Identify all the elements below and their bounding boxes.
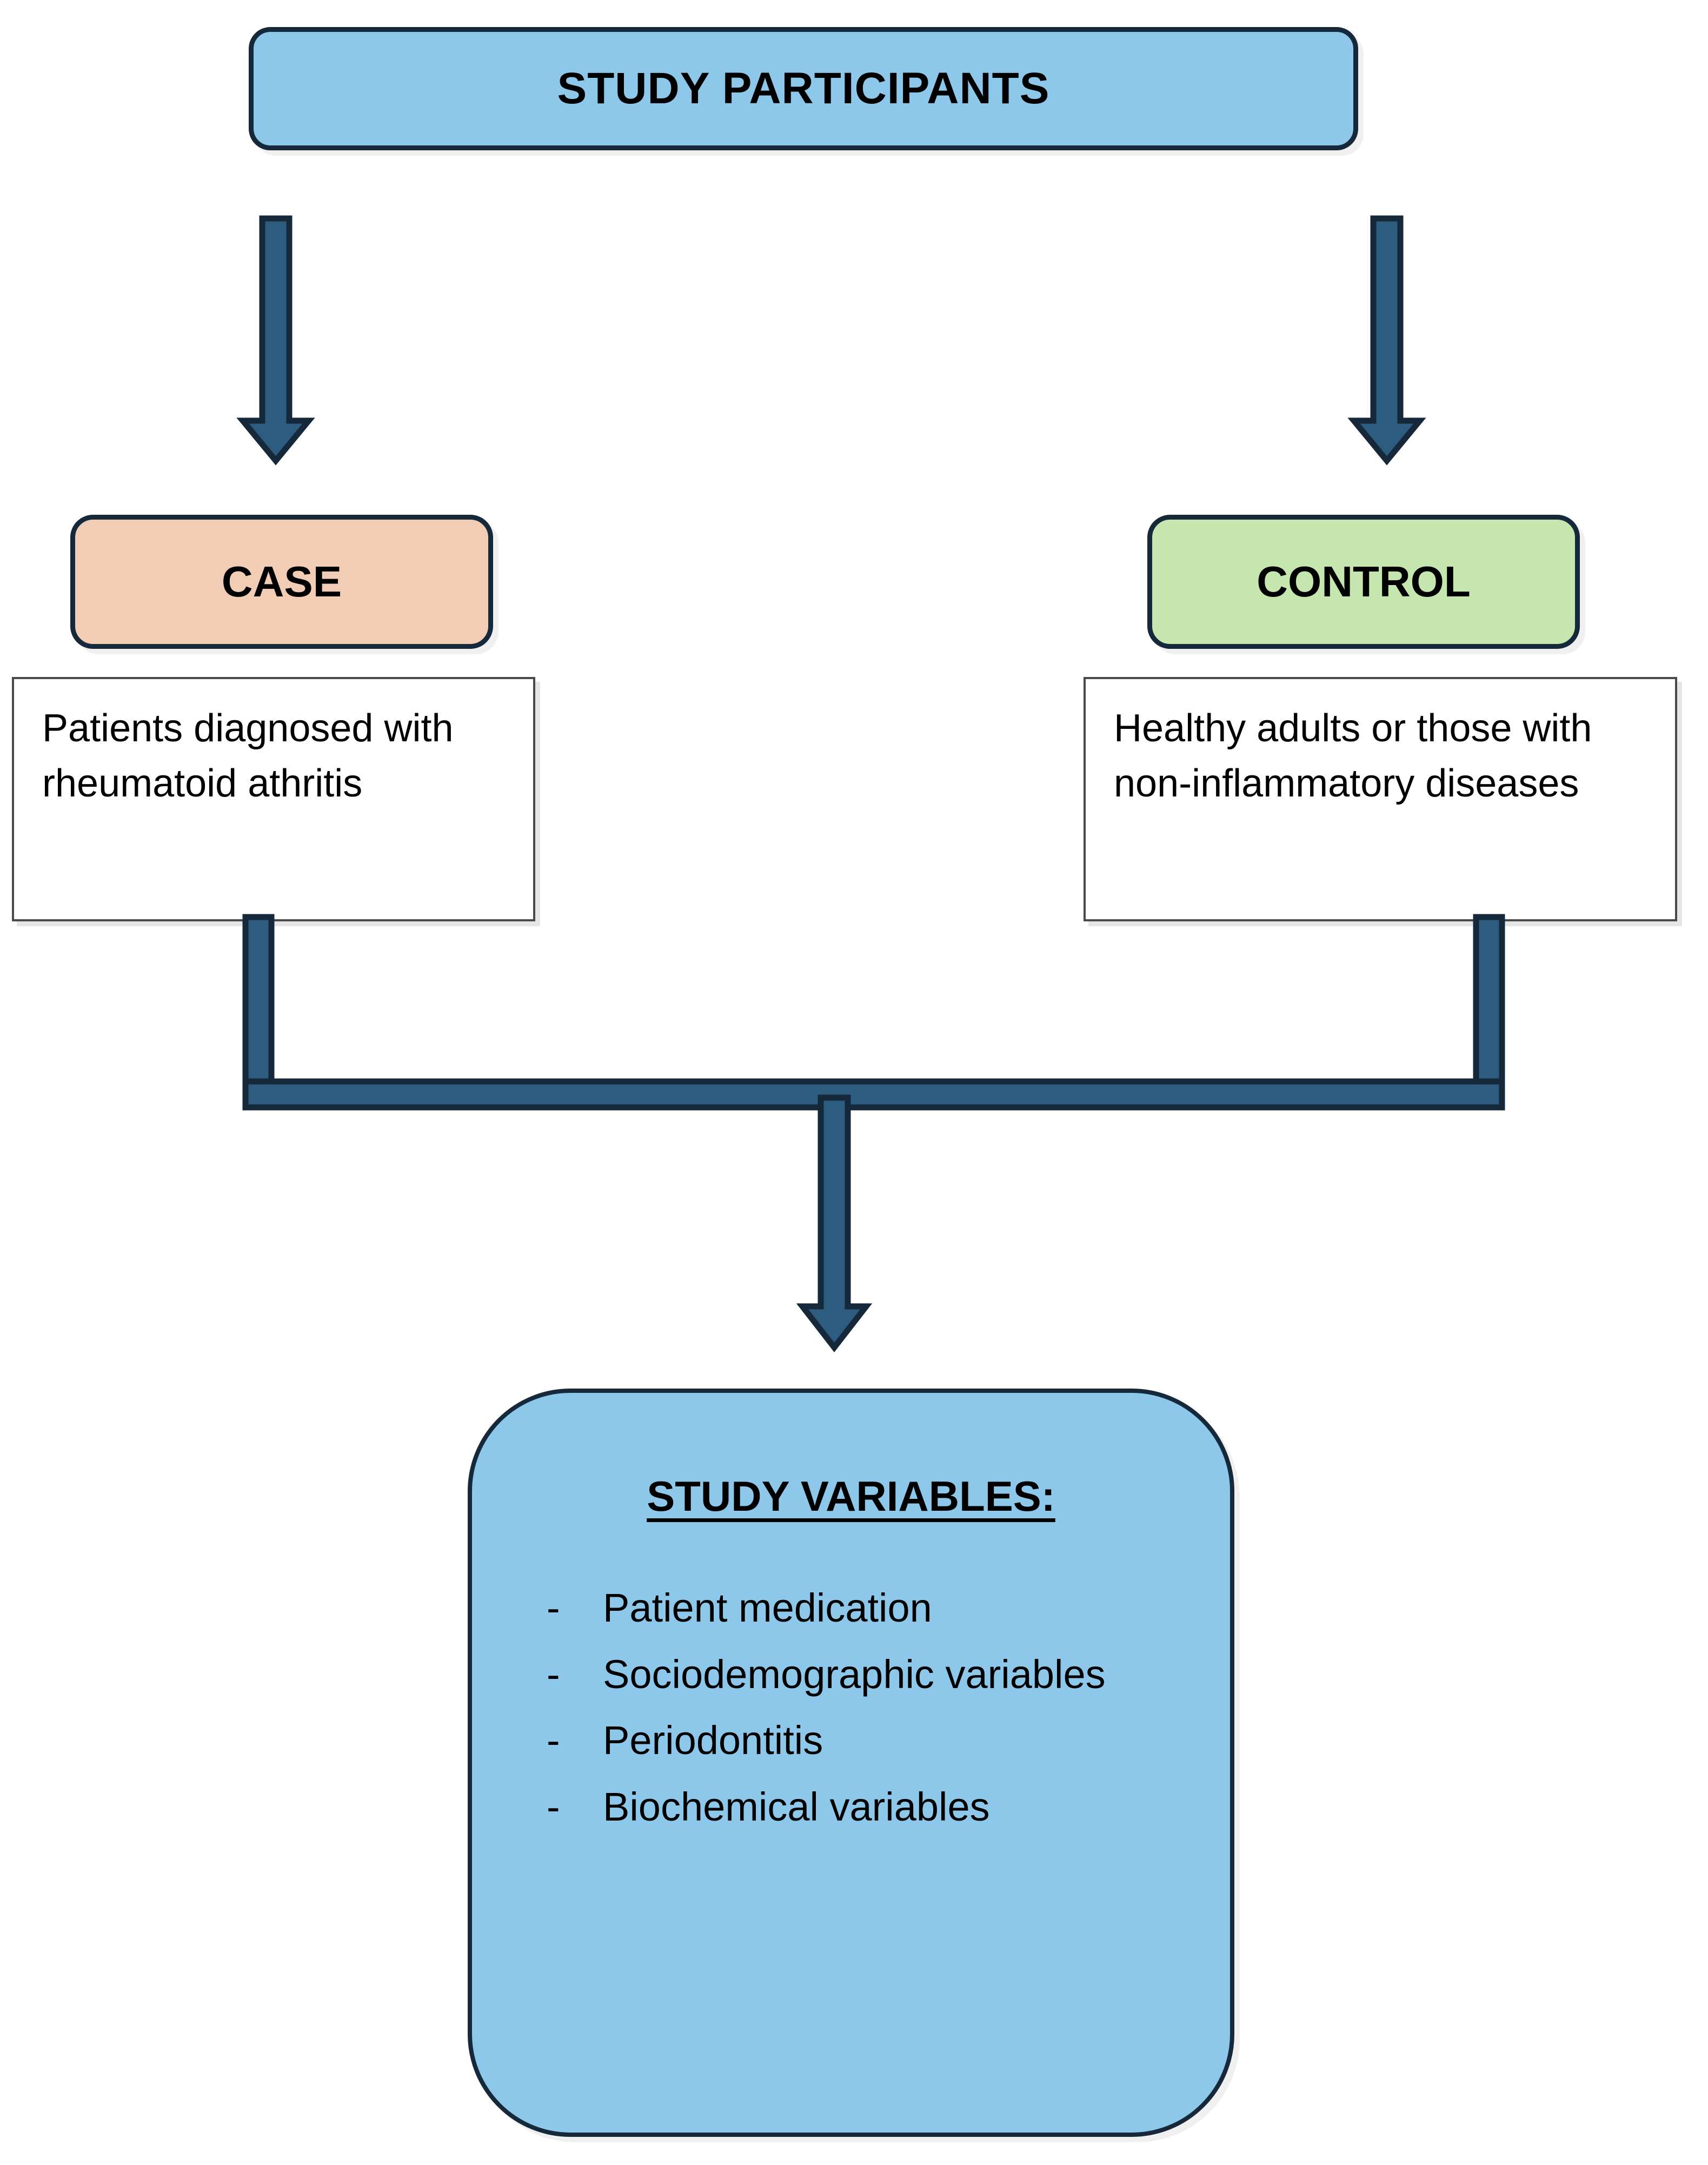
list-item-label: Biochemical variables: [603, 1784, 990, 1830]
control-group-label: CONTROL: [1257, 557, 1471, 606]
arrow-to-study-variables: [796, 1094, 873, 1352]
merge-bracket-connector: [238, 914, 1514, 1114]
list-item-label: Sociodemographic variables: [603, 1651, 1106, 1697]
arrow-to-control: [1347, 215, 1426, 466]
case-group-label: CASE: [221, 557, 342, 606]
list-item-label: Patient medication: [603, 1585, 932, 1630]
arrow-to-case: [236, 215, 315, 466]
bullet-dash: -: [547, 1784, 560, 1830]
case-group-box: CASE: [70, 515, 493, 649]
study-variables-title: STUDY VARIABLES:: [647, 1472, 1055, 1520]
list-item: - Biochemical variables: [547, 1776, 1198, 1838]
case-description-text: Patients diagnosed with rheumatoid athri…: [42, 707, 454, 806]
list-item: - Sociodemographic variables: [547, 1644, 1198, 1706]
study-variables-box: STUDY VARIABLES: - Patient medication - …: [468, 1389, 1234, 2137]
list-item-label: Periodontitis: [603, 1718, 823, 1763]
list-item: - Patient medication: [547, 1577, 1198, 1639]
control-description-text: Healthy adults or those with non-inflamm…: [1114, 707, 1592, 806]
study-participants-box: STUDY PARTICIPANTS: [249, 27, 1358, 150]
control-description-box: Healthy adults or those with non-inflamm…: [1084, 677, 1677, 921]
control-group-box: CONTROL: [1147, 515, 1580, 649]
bullet-dash: -: [547, 1651, 560, 1697]
list-item: - Periodontitis: [547, 1710, 1198, 1772]
bullet-dash: -: [547, 1585, 560, 1630]
case-description-box: Patients diagnosed with rheumatoid athri…: [12, 677, 535, 921]
bullet-dash: -: [547, 1718, 560, 1763]
study-participants-label: STUDY PARTICIPANTS: [557, 64, 1050, 113]
study-variables-list: - Patient medication - Sociodemographic …: [504, 1577, 1198, 1838]
